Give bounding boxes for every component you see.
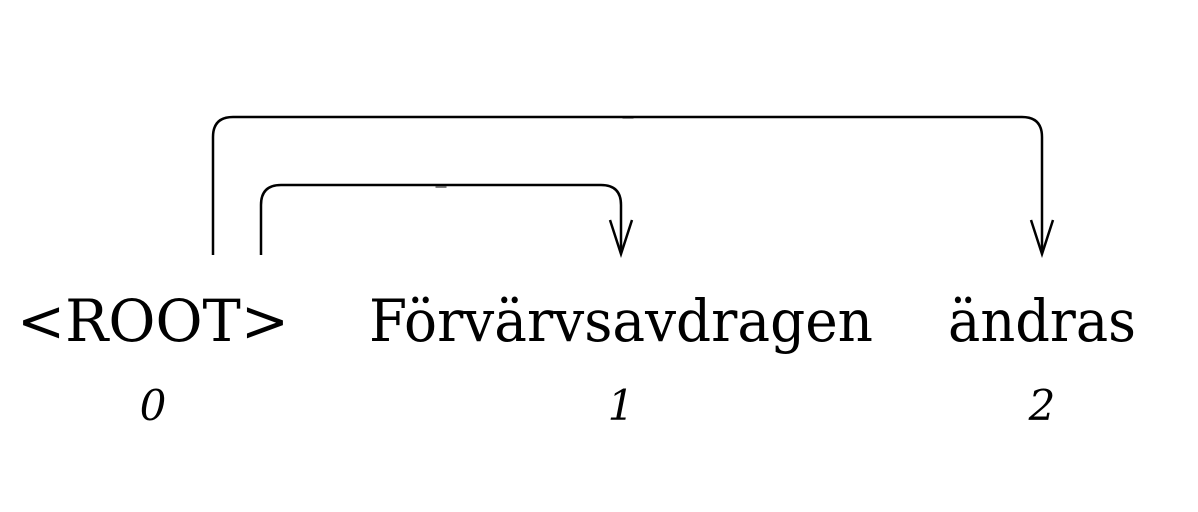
arc-label-outer: _ bbox=[623, 94, 634, 119]
arrowhead-outer bbox=[1029, 219, 1055, 259]
token-1: Förvärvsavdragen bbox=[369, 287, 873, 355]
arc-label-inner: _ bbox=[436, 163, 447, 188]
arc-root-to-token-1: _ bbox=[259, 163, 634, 259]
arc-line-inner bbox=[259, 183, 623, 255]
arc-root-to-token-2: _ bbox=[211, 94, 1055, 259]
arrowhead-inner bbox=[608, 219, 634, 259]
token-root: <ROOT> bbox=[17, 287, 289, 355]
token-index-1: 1 bbox=[608, 381, 635, 430]
arc-line-outer bbox=[211, 115, 1044, 255]
token-2: ändras bbox=[948, 287, 1136, 355]
token-index-2: 2 bbox=[1028, 381, 1056, 430]
token-index-0: 0 bbox=[140, 381, 167, 430]
